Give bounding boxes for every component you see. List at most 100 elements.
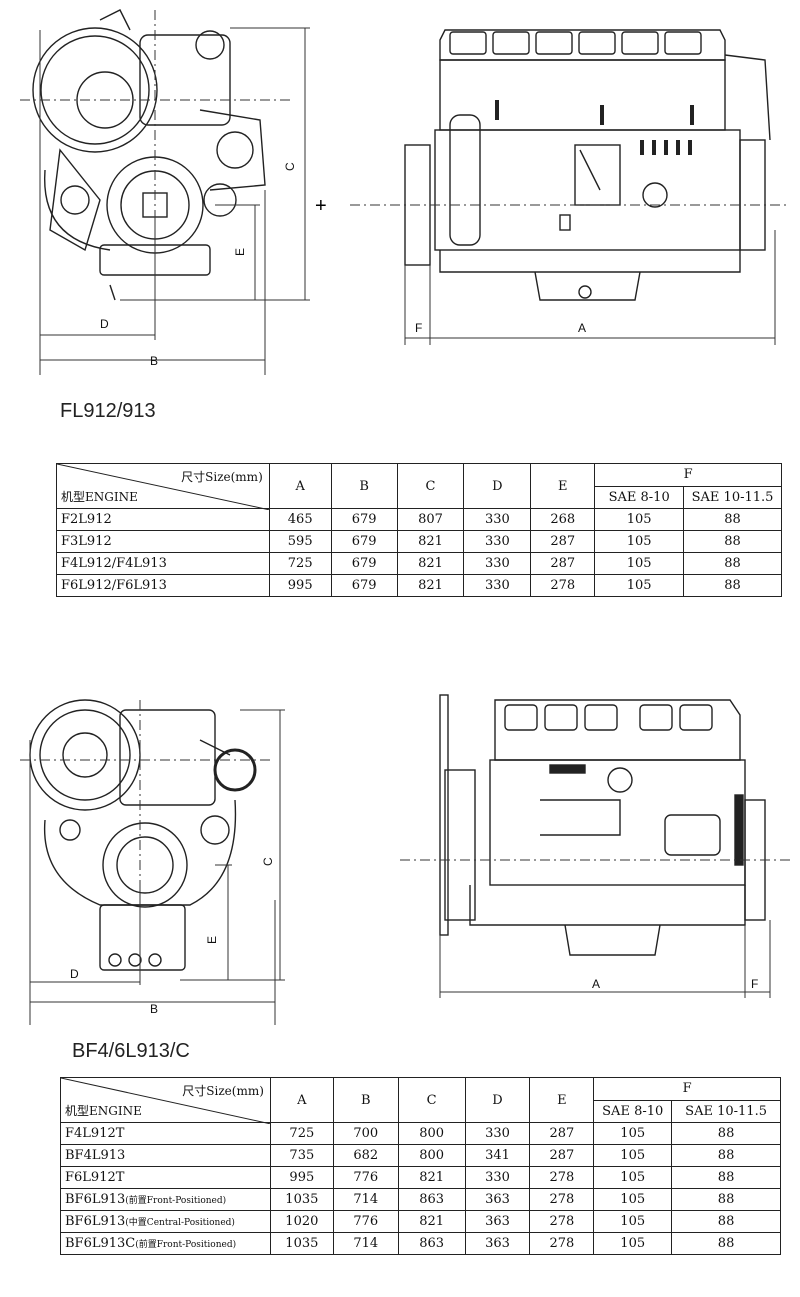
col-header-e: E — [529, 1077, 595, 1123]
col-header-c: C — [397, 1077, 466, 1123]
cell-d: 363 — [464, 1232, 531, 1255]
cell-c: 863 — [397, 1232, 466, 1255]
model-cell: F6L912T — [60, 1166, 271, 1189]
cell-c: 863 — [397, 1188, 466, 1211]
dim-label-d: D — [70, 967, 79, 981]
cell-d: 363 — [464, 1188, 531, 1211]
col-header-sae-10-11-5: SAE 10-11.5 — [671, 1099, 781, 1123]
fl912-spec-table: 尺寸Size(mm) 机型ENGINE A B C D E F SAE 8-10… — [56, 463, 782, 597]
cell-f2: 88 — [683, 574, 782, 597]
cell-f1: 105 — [593, 1122, 673, 1145]
cell-e: 287 — [530, 530, 596, 553]
cell-a: 735 — [269, 1144, 334, 1167]
cell-f2: 88 — [671, 1144, 781, 1167]
model-note: (中置Central-Positioned) — [125, 1218, 235, 1228]
cell-e: 278 — [529, 1232, 595, 1255]
dim-label-a: A — [592, 977, 600, 991]
table-row: F4L912T 725 700 800 330 287 105 88 — [60, 1122, 781, 1145]
cell-f1: 105 — [594, 552, 685, 575]
cell-c: 807 — [396, 508, 465, 531]
cell-c: 821 — [397, 1166, 466, 1189]
section-title-bf913: BF4/6L913/C — [72, 1040, 190, 1062]
bf913-spec-table: 尺寸Size(mm) 机型ENGINE A B C D E F SAE 8-10… — [60, 1077, 781, 1255]
cell-f2: 88 — [671, 1210, 781, 1233]
cell-b: 776 — [332, 1166, 399, 1189]
col-header-sae-8-10: SAE 8-10 — [594, 485, 685, 509]
dim-label-a: A — [578, 321, 586, 335]
fl912-engine-drawing: D B C E + F A — [20, 9, 790, 375]
cell-f2: 88 — [683, 530, 782, 553]
model-name: F6L912T — [65, 1170, 125, 1185]
table-row: F6L912T 995 776 821 330 278 105 88 — [60, 1166, 781, 1189]
model-name: F4L912T — [65, 1126, 125, 1141]
dim-label-c: C — [283, 162, 297, 171]
table-row: BF4L913 735 682 800 341 287 105 88 — [60, 1144, 781, 1167]
cell-a: 1035 — [269, 1232, 334, 1255]
cell-f2: 88 — [671, 1188, 781, 1211]
cell-e: 268 — [530, 508, 596, 531]
cell-f2: 88 — [671, 1166, 781, 1189]
model-name: BF6L913C — [65, 1236, 136, 1251]
cell-c: 800 — [397, 1122, 466, 1145]
col-header-sae-8-10: SAE 8-10 — [593, 1099, 673, 1123]
cell-c: 821 — [396, 552, 465, 575]
cell-c: 800 — [397, 1144, 466, 1167]
dim-label-f: F — [415, 321, 422, 335]
cell-e: 287 — [529, 1144, 595, 1167]
col-header-sae-10-11-5: SAE 10-11.5 — [683, 485, 782, 509]
cell-f1: 105 — [593, 1166, 673, 1189]
model-cell: F4L912/F4L913 — [56, 552, 270, 575]
cell-b: 714 — [332, 1232, 399, 1255]
cell-a: 1020 — [269, 1210, 334, 1233]
table-row: BF6L913(前置Front-Positioned) 1035 714 863… — [60, 1188, 781, 1211]
table-corner-cell: 尺寸Size(mm) 机型ENGINE — [60, 1077, 271, 1124]
cell-f2: 88 — [683, 552, 782, 575]
model-cell: F6L912/F6L913 — [56, 574, 270, 597]
cell-f2: 88 — [671, 1232, 781, 1255]
model-cell: F2L912 — [56, 508, 270, 531]
col-header-b: B — [330, 463, 398, 509]
cell-e: 278 — [529, 1210, 595, 1233]
cell-e: 278 — [530, 574, 596, 597]
cell-a: 725 — [268, 552, 332, 575]
col-header-e: E — [530, 463, 596, 509]
model-name: BF6L913 — [65, 1192, 126, 1207]
cell-f1: 105 — [593, 1188, 673, 1211]
cell-f1: 105 — [594, 574, 685, 597]
table-row: BF6L913(中置Central-Positioned) 1020 776 8… — [60, 1210, 781, 1233]
model-cell: BF6L913C(前置Front-Positioned) — [60, 1232, 271, 1255]
cell-b: 679 — [330, 552, 398, 575]
cell-f1: 105 — [593, 1144, 673, 1167]
cell-a: 995 — [268, 574, 332, 597]
cell-c: 821 — [397, 1210, 466, 1233]
dim-label-b: B — [150, 1002, 158, 1016]
model-note: (前置Front-Positioned) — [135, 1240, 237, 1250]
model-name: BF6L913 — [65, 1214, 126, 1229]
cell-a: 995 — [269, 1166, 334, 1189]
cell-f1: 105 — [594, 508, 685, 531]
header-engine: 机型ENGINE — [61, 490, 138, 504]
model-cell: BF4L913 — [60, 1144, 271, 1167]
cell-d: 330 — [463, 508, 532, 531]
header-engine: 机型ENGINE — [65, 1104, 142, 1118]
dim-label-d: D — [100, 317, 109, 331]
table-row: F3L912 595 679 821 330 287 105 88 — [56, 530, 782, 553]
cell-b: 776 — [332, 1210, 399, 1233]
cell-f1: 105 — [593, 1232, 673, 1255]
cell-b: 679 — [330, 530, 398, 553]
cell-a: 725 — [269, 1122, 334, 1145]
cell-d: 330 — [464, 1122, 531, 1145]
table-row: F4L912/F4L913 725 679 821 330 287 105 88 — [56, 552, 782, 575]
cell-a: 595 — [268, 530, 332, 553]
cell-d: 363 — [464, 1210, 531, 1233]
cell-e: 287 — [529, 1122, 595, 1145]
cell-d: 330 — [463, 552, 532, 575]
cell-e: 287 — [530, 552, 596, 575]
dim-label-e: E — [233, 248, 247, 256]
header-size: 尺寸Size(mm) — [181, 470, 263, 484]
col-header-d: D — [463, 463, 532, 509]
cell-b: 679 — [330, 508, 398, 531]
model-cell: BF6L913(中置Central-Positioned) — [60, 1210, 271, 1233]
cell-e: 278 — [529, 1166, 595, 1189]
model-name: BF4L913 — [65, 1148, 126, 1163]
